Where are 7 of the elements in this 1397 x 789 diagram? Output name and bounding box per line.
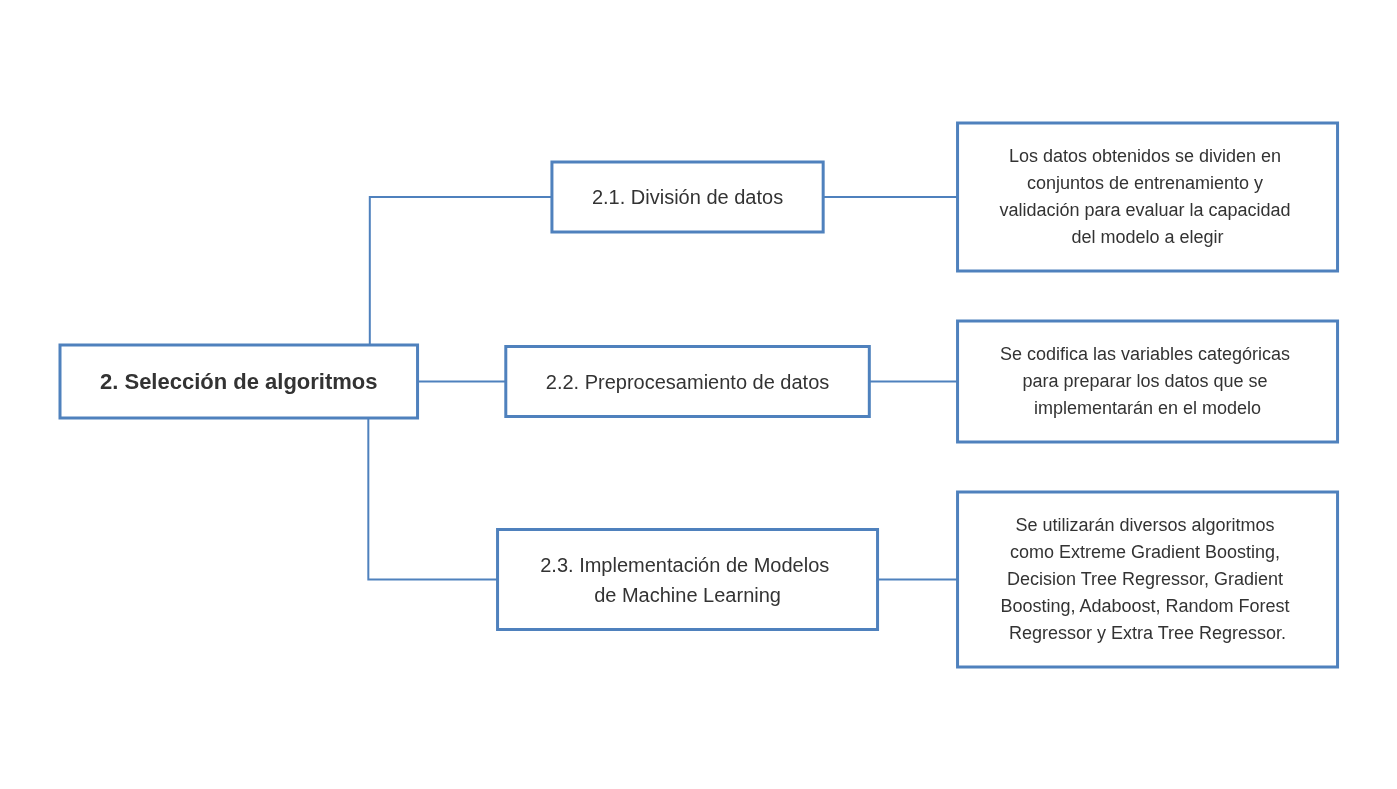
node-box: 2.1. División de datos — [550, 160, 825, 233]
node-box: 2.3. Implementación de Modelos de Machine Learning — [495, 527, 879, 631]
node-box: 2.2. Preprocesamiento de datos — [504, 344, 871, 418]
node-box: Se codifica las variables categóricas para preparar los datos que se implementarán en el modelo — [955, 319, 1339, 443]
node-box: 2. Selección de algoritmos — [58, 343, 419, 419]
node-box: Se utilizarán diversos algoritmos como Extreme Gradient Boosting, Decision Tree Regressor, Gradient Boosting, Adaboost, Random Forest Regressor y Extra Tree Regressor. — [955, 490, 1339, 668]
node-box: Los datos obtenidos se dividen en conjuntos de entrenamiento y validación para evaluar la capacidad del modelo a elegir — [955, 121, 1339, 272]
